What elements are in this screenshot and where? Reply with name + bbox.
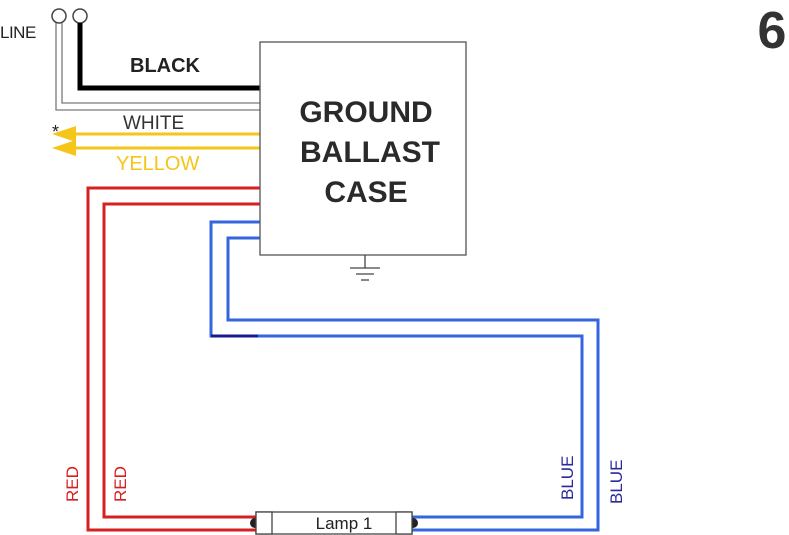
red-label-outer: RED bbox=[63, 466, 82, 502]
black-wire bbox=[77, 23, 260, 91]
diagram-number: 6 bbox=[758, 2, 787, 60]
red-wire bbox=[86, 186, 262, 532]
line-terminal-left bbox=[51, 8, 67, 24]
blue-label-outer: BLUE bbox=[607, 460, 626, 504]
lamp-cap-right bbox=[395, 511, 413, 535]
ballast-label-line1: GROUND bbox=[299, 96, 432, 129]
asterisk-label: * bbox=[52, 122, 59, 142]
ballast-label-line2: BALLAST bbox=[300, 136, 440, 169]
white-label: WHITE bbox=[123, 113, 184, 134]
red-label-inner: RED bbox=[111, 466, 130, 502]
ground-icon bbox=[350, 255, 380, 281]
ballast-label-line3: CASE bbox=[324, 176, 407, 209]
lamp: Lamp 1 bbox=[250, 511, 418, 535]
line-label: LINE bbox=[0, 23, 36, 42]
black-label: BLACK bbox=[130, 55, 201, 77]
yellow-label: YELLOW bbox=[116, 153, 199, 175]
ballast-box bbox=[259, 41, 467, 256]
line-terminal-right bbox=[72, 8, 88, 24]
yellow-wire bbox=[52, 126, 260, 156]
lamp-cap-left bbox=[255, 511, 273, 535]
blue-wire bbox=[209, 220, 600, 532]
blue-label-inner: BLUE bbox=[558, 456, 577, 500]
lamp-label: Lamp 1 bbox=[316, 514, 373, 533]
white-wire bbox=[55, 23, 260, 111]
